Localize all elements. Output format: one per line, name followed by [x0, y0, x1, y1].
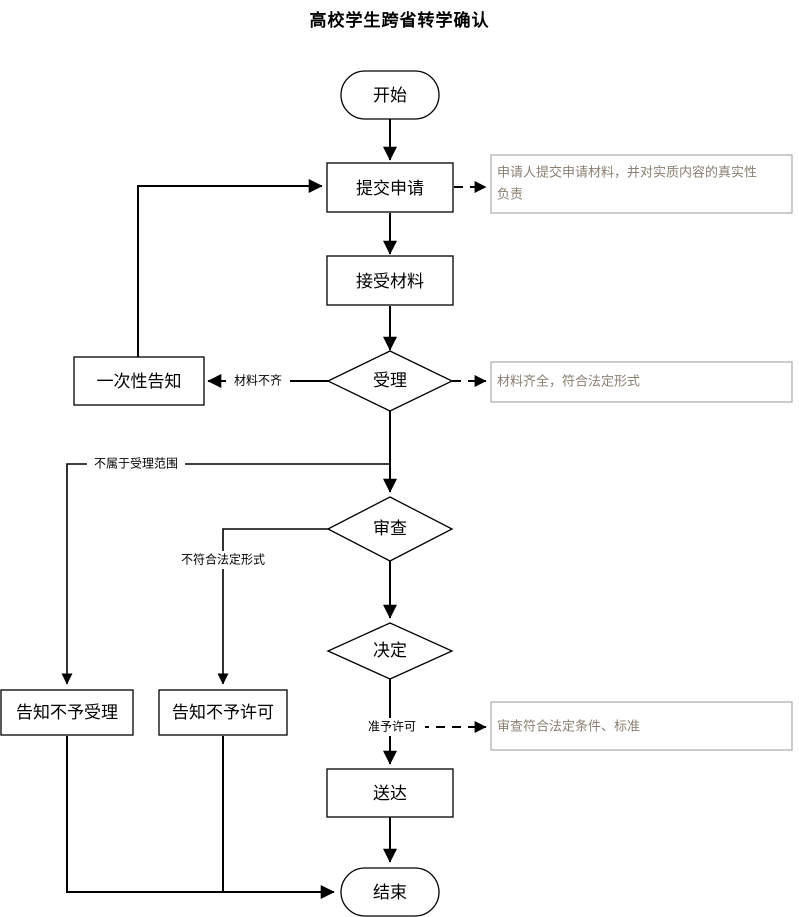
- node-start-label: 开始: [373, 86, 407, 106]
- node-decide-decision[interactable]: 决定: [326, 622, 454, 680]
- node-submit-label: 提交申请: [356, 179, 424, 199]
- edge-label-granted-permit-text: 准予许可: [368, 720, 416, 734]
- node-onetime-label: 一次性告知: [97, 372, 182, 392]
- edge-label-illegal-form-text: 不符合法定形式: [181, 552, 265, 567]
- edge-out-of-scope-to-no-accept: [61, 463, 390, 685]
- node-no-permit-label: 告知不予许可: [172, 703, 274, 723]
- edge-onetime-to-submit: [137, 179, 323, 357]
- node-review-decision[interactable]: 审查: [326, 496, 454, 562]
- note-decide-line1: 审查符合法定条件、标准: [497, 719, 640, 735]
- edge-label-out-of-scope-text: 不属于受理范围: [94, 457, 178, 471]
- node-start[interactable]: 开始: [340, 70, 440, 120]
- edge-label-out-of-scope: 不属于受理范围: [87, 455, 185, 473]
- node-receive-materials[interactable]: 接受材料: [326, 255, 454, 306]
- edge-label-incomplete-materials-text: 材料不齐: [234, 373, 282, 388]
- edge-label-granted-permit: 准予许可: [359, 718, 425, 736]
- edge-label-illegal-form: 不符合法定形式: [174, 551, 272, 569]
- node-end[interactable]: 结束: [340, 867, 440, 917]
- node-no-accept-label: 告知不予受理: [16, 703, 118, 723]
- node-accept-decision[interactable]: 受理: [326, 350, 454, 412]
- node-one-time-notice[interactable]: 一次性告知: [73, 356, 205, 406]
- note-submit-line1: 申请人提交申请材料，并对实质内容的真实性: [497, 165, 757, 181]
- note-decide-condition: 审查符合法定条件、标准: [490, 701, 793, 751]
- node-deliver[interactable]: 送达: [326, 768, 454, 818]
- edge-no-accept-to-end: [66, 736, 335, 899]
- page-title: 高校学生跨省转学确认: [309, 11, 490, 31]
- node-review-label: 审查: [373, 519, 407, 539]
- node-submit-application[interactable]: 提交申请: [326, 162, 454, 213]
- note-accept-condition: 材料齐全，符合法定形式: [490, 361, 793, 403]
- note-submit-application: 申请人提交申请材料，并对实质内容的真实性 负责: [490, 154, 793, 214]
- edge-illegal-form-to-no-permit: [217, 528, 330, 685]
- edge-label-incomplete-materials: 材料不齐: [226, 372, 290, 390]
- node-end-label: 结束: [373, 883, 407, 903]
- node-notify-no-acceptance[interactable]: 告知不予受理: [0, 689, 134, 736]
- node-notify-no-permit[interactable]: 告知不予许可: [158, 689, 288, 736]
- note-submit-line2: 负责: [497, 188, 523, 203]
- note-accept-line1: 材料齐全，符合法定形式: [497, 374, 640, 390]
- node-decide-label: 决定: [373, 641, 407, 661]
- node-accept-label: 受理: [373, 371, 407, 391]
- node-receive-label: 接受材料: [356, 272, 424, 292]
- node-deliver-label: 送达: [373, 784, 407, 804]
